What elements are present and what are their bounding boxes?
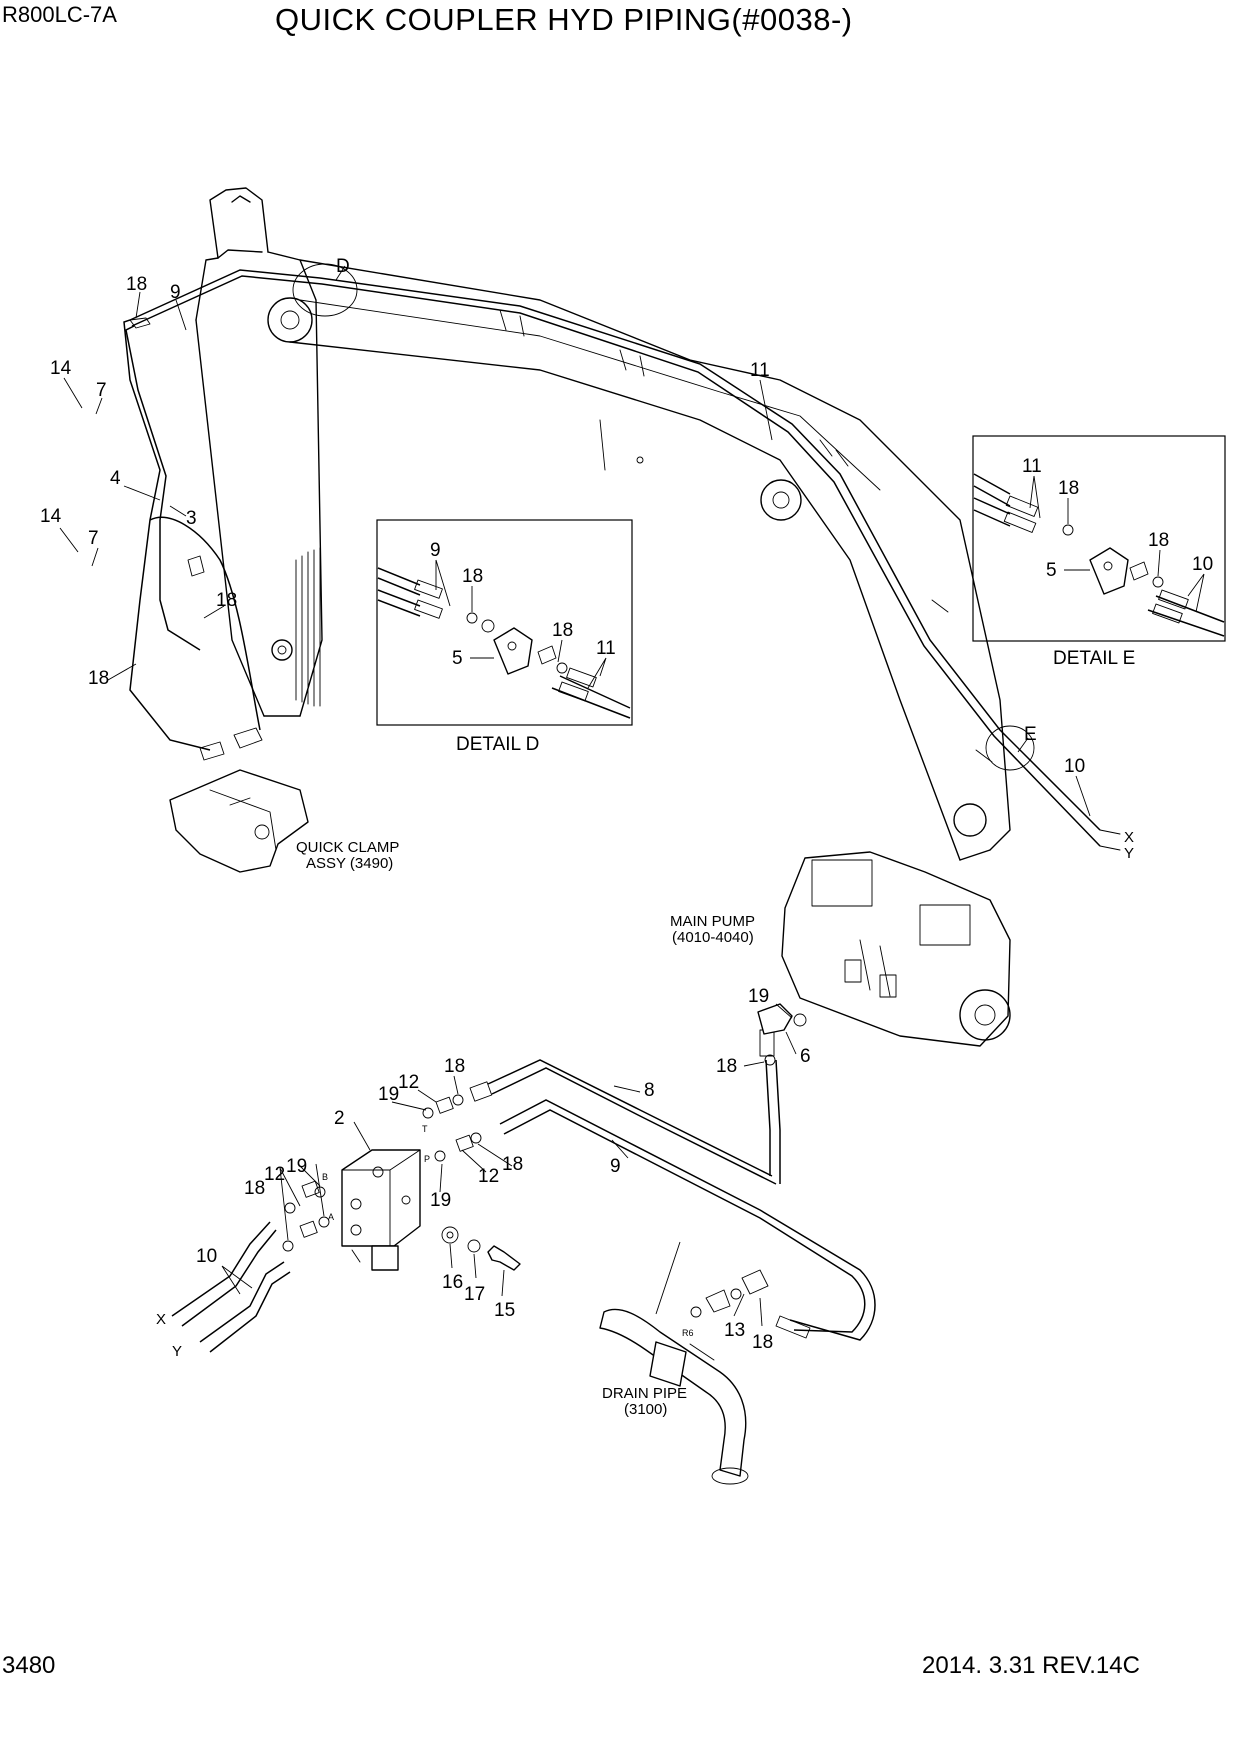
page-title: QUICK COUPLER HYD PIPING(#0038-) [275,2,853,37]
detail-e-callout: E [1024,724,1037,745]
part-number-callouts: 18 9 14 7 4 3 14 7 18 18 11 10 9 18 5 18… [40,274,1213,1353]
part-number: 7 [88,528,99,549]
part-number: 6 [800,1046,811,1067]
part-number: 3 [186,508,197,529]
part-number: 10 [1192,554,1213,575]
detail-d-box [376,519,633,726]
part-number: 12 [264,1164,285,1185]
part-number: 12 [478,1166,499,1187]
part-number: 18 [716,1056,737,1077]
part-number: 15 [494,1300,515,1321]
part-number: 13 [724,1320,745,1341]
part-number: 2 [334,1108,345,1129]
main-pump-illustration [781,851,1011,1047]
part-number: 18 [88,668,109,689]
quick-clamp-illustration [169,769,309,873]
part-number: 18 [126,274,147,295]
detail-d-callout: D [336,256,350,277]
part-number: 18 [502,1154,523,1175]
quick-clamp-reference-line1: QUICK CLAMP [296,839,399,856]
part-number: 18 [444,1056,465,1077]
part-number: 19 [430,1190,451,1211]
part-number: 14 [50,358,72,379]
port-x-valve: X [156,1311,166,1328]
drain-pipe-reference-line1: DRAIN PIPE [602,1385,687,1402]
drain-pipe-illustration [599,1308,749,1485]
part-number: 4 [110,468,121,489]
part-number: 9 [610,1156,621,1177]
port-x-boom: X [1124,829,1134,846]
part-number: 12 [398,1072,419,1093]
part-number: 9 [430,540,441,561]
port-p: P [424,1154,430,1164]
part-number: 10 [1064,756,1085,777]
pipes-and-hoses [171,1003,876,1353]
part-number: 19 [378,1084,399,1105]
port-t: T [422,1124,428,1134]
part-number: 5 [452,648,463,669]
boom-illustration [129,187,1121,861]
arm-hoses [123,317,263,761]
part-number: 18 [462,566,483,587]
part-number: 11 [596,638,616,659]
part-number: 18 [216,590,237,611]
quick-clamp-reference-line2: ASSY (3490) [306,855,393,872]
part-number: 11 [1022,456,1042,477]
page-number: 3480 [2,1652,56,1679]
part-number: 19 [748,986,769,1007]
part-number: 18 [552,620,573,641]
part-number: 18 [244,1178,265,1199]
drain-pipe-reference-line2: (3100) [624,1401,667,1418]
part-number: 18 [1058,478,1079,499]
part-number: 8 [644,1080,655,1101]
part-number: 18 [1148,530,1169,551]
detail-e-caption: DETAIL E [1053,648,1135,669]
port-r6: R6 [682,1328,694,1338]
port-y-boom: Y [1124,845,1134,862]
part-number: 7 [96,380,107,401]
port-y-valve: Y [172,1343,182,1360]
valve-block-illustration [282,1081,521,1271]
part-number: 5 [1046,560,1057,581]
part-number: 9 [170,282,181,303]
detail-e-box [972,435,1226,642]
model-number: R800LC-7A [2,2,117,27]
port-a: A [328,1212,334,1222]
revision-date: 2014. 3.31 REV.14C [922,1652,1140,1679]
part-number: 19 [286,1156,307,1177]
part-number: 18 [752,1332,773,1353]
leader-lines [59,265,1205,1327]
main-pump-reference-line1: MAIN PUMP [670,913,755,930]
part-number: 10 [196,1246,217,1267]
part-number: 14 [40,506,62,527]
part-number: 11 [750,360,770,381]
port-b: B [322,1172,328,1182]
main-pump-reference-line2: (4010-4040) [672,929,754,946]
detail-d-caption: DETAIL D [456,734,539,755]
part-number: 16 [442,1272,463,1293]
part-number: 17 [464,1284,485,1305]
